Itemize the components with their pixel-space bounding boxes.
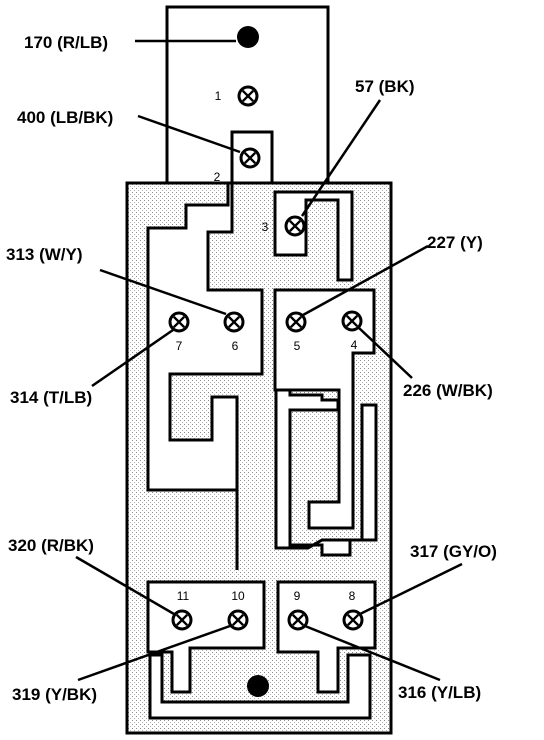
terminal-8-cross-mark — [346, 613, 360, 627]
terminal-2: 2 — [214, 147, 261, 184]
terminal-7-cross-mark — [172, 315, 186, 329]
trace-bottom-bar — [148, 653, 372, 720]
terminal-7: 7 — [168, 311, 190, 353]
terminal-6-number: 6 — [232, 339, 239, 353]
terminal-1-cross-mark — [241, 89, 255, 103]
bottom-dot-solid-terminal — [247, 675, 269, 697]
terminal-5-cross-mark — [289, 315, 303, 329]
callout-c226: 226 (W/BK) — [403, 381, 493, 400]
callout-c313: 313 (W/Y) — [6, 245, 83, 264]
terminal-5: 5 — [285, 311, 307, 353]
terminal-9-cross-mark — [291, 613, 305, 627]
terminal-7-number: 7 — [176, 339, 183, 353]
terminal-3: 3 — [262, 215, 306, 237]
terminal-9: 9 — [287, 589, 309, 631]
leader-c313 — [99, 268, 227, 316]
terminal-5-number: 5 — [294, 339, 301, 353]
terminal-11: 11 — [171, 589, 193, 631]
callout-c227: 227 (Y) — [427, 233, 483, 252]
trace-block-5-4 — [273, 288, 376, 530]
terminal-4-number: 4 — [351, 338, 358, 352]
terminal-11-number: 11 — [177, 589, 190, 603]
callout-labels: 170 (R/LB) 400 (LB/BK) 57 (BK) 313 (W/Y) 227… — [6, 33, 497, 704]
leader-c227 — [302, 244, 429, 317]
trace-center-bar — [274, 388, 378, 557]
callout-c57: 57 (BK) — [355, 77, 415, 96]
terminals: 1 2 3 4 5 6 7 8 9 10 11 — [168, 26, 364, 697]
terminal-10: 10 — [227, 589, 249, 631]
leader-c319 — [77, 624, 231, 682]
trace-block-9-8 — [276, 580, 377, 694]
callout-c314: 314 (T/LB) — [10, 388, 92, 407]
leader-c317 — [359, 562, 463, 616]
terminal-2-cross-mark — [243, 151, 257, 165]
leader-lines — [75, 39, 463, 682]
terminal-3-cross-mark — [288, 219, 302, 233]
terminal-1-number: 1 — [215, 89, 222, 103]
terminal-9-number: 9 — [294, 589, 301, 603]
trace-terminal-3 — [273, 190, 354, 282]
leader-c316 — [304, 624, 441, 682]
callout-c400: 400 (LB/BK) — [17, 108, 113, 127]
terminal-2-number: 2 — [214, 170, 221, 184]
callout-c317: 317 (GY/O) — [410, 542, 497, 561]
leader-c57 — [300, 99, 382, 217]
terminal-8: 8 — [342, 589, 364, 631]
leader-c226 — [358, 327, 413, 379]
callout-c320: 320 (R/BK) — [8, 536, 94, 555]
terminal-10-number: 10 — [231, 589, 245, 603]
terminal-10-cross-mark — [231, 613, 245, 627]
callout-c316: 316 (Y/LB) — [398, 683, 481, 702]
terminal-6-cross-mark — [227, 315, 241, 329]
terminal-1: 1 — [215, 85, 259, 107]
terminal-6: 6 — [223, 311, 245, 353]
callout-c170: 170 (R/LB) — [24, 33, 108, 52]
callout-c319: 319 (Y/BK) — [12, 685, 97, 704]
leader-c320 — [75, 555, 175, 616]
leader-c400 — [137, 114, 241, 154]
leader-c314 — [91, 328, 174, 388]
bus-traces — [146, 130, 378, 720]
terminal-3-number: 3 — [262, 220, 269, 234]
top-dot-solid-terminal — [237, 26, 259, 48]
terminal-11-cross-mark — [175, 613, 189, 627]
terminal-8-number: 8 — [349, 589, 356, 603]
terminal-4: 4 — [341, 310, 363, 352]
terminal-4-cross-mark — [345, 314, 359, 328]
